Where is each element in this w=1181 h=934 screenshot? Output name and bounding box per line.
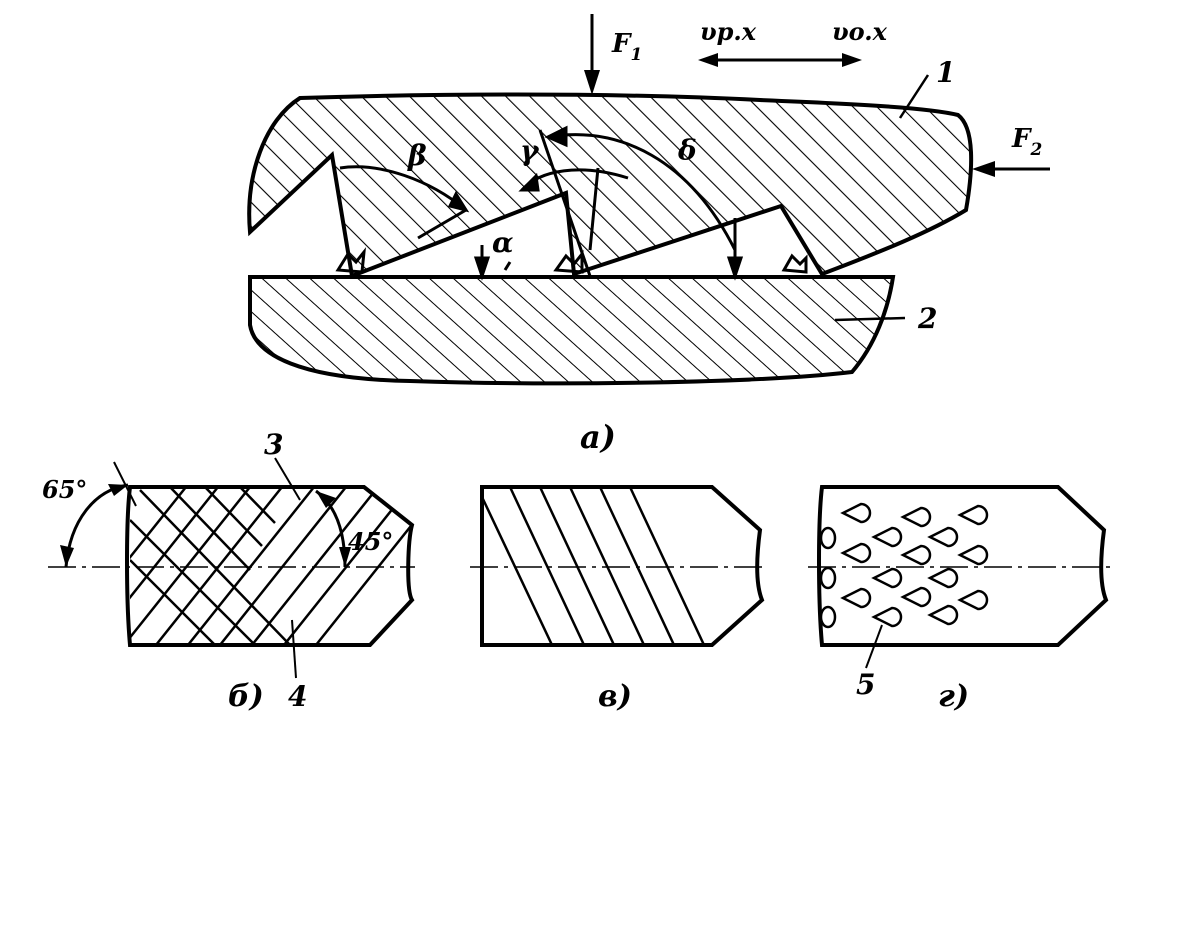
- angle-arcs: [339, 125, 744, 281]
- tool-body-1: [247, 92, 974, 279]
- label-f1: F1: [611, 29, 642, 65]
- leader-1: [898, 74, 930, 119]
- caption-v: в): [598, 679, 632, 714]
- tool-outline-v: [480, 485, 765, 647]
- crosshatch-grooves: [130, 487, 412, 645]
- label-f2: F2: [1011, 124, 1042, 160]
- force-f1-arrow: [584, 14, 600, 95]
- panel-b: 65° 45° 3 4 б): [42, 428, 415, 714]
- label-delta: δ: [677, 134, 697, 167]
- diamond-grains: [819, 502, 989, 629]
- diagonal-grooves: [482, 487, 706, 645]
- label-2: 2: [917, 302, 937, 335]
- label-1: 1: [936, 56, 955, 89]
- label-5: 5: [856, 668, 875, 701]
- label-alpha: α: [492, 226, 514, 259]
- caption-a: а): [580, 418, 616, 456]
- label-gamma: γ: [520, 134, 540, 167]
- leader-2: [834, 316, 906, 322]
- caption-b: б): [228, 679, 264, 714]
- label-3: 3: [264, 428, 283, 461]
- panel-g: 5 г): [808, 485, 1115, 714]
- panel-a: F1 F2 υp.x υo.x β γ δ α 1 2 а): [247, 14, 1050, 456]
- tool-outline-g: [817, 485, 1109, 647]
- label-v-px: υp.x: [700, 17, 757, 46]
- label-4: 4: [288, 680, 307, 713]
- leader-3: [274, 457, 301, 501]
- force-f2-arrow: [972, 161, 1050, 177]
- label-65deg: 65°: [42, 475, 87, 504]
- leader-4: [291, 619, 297, 679]
- leader-5: [865, 624, 883, 669]
- panel-v: в): [470, 485, 765, 714]
- label-45deg: 45°: [348, 527, 393, 556]
- tool-outline-b: [125, 485, 415, 647]
- label-v-ox: υo.x: [832, 17, 888, 46]
- wear-marks: [335, 247, 808, 274]
- workpiece-2: [248, 275, 896, 386]
- velocity-double-arrow: [698, 53, 862, 67]
- caption-g: г): [938, 679, 969, 714]
- label-beta: β: [407, 139, 427, 172]
